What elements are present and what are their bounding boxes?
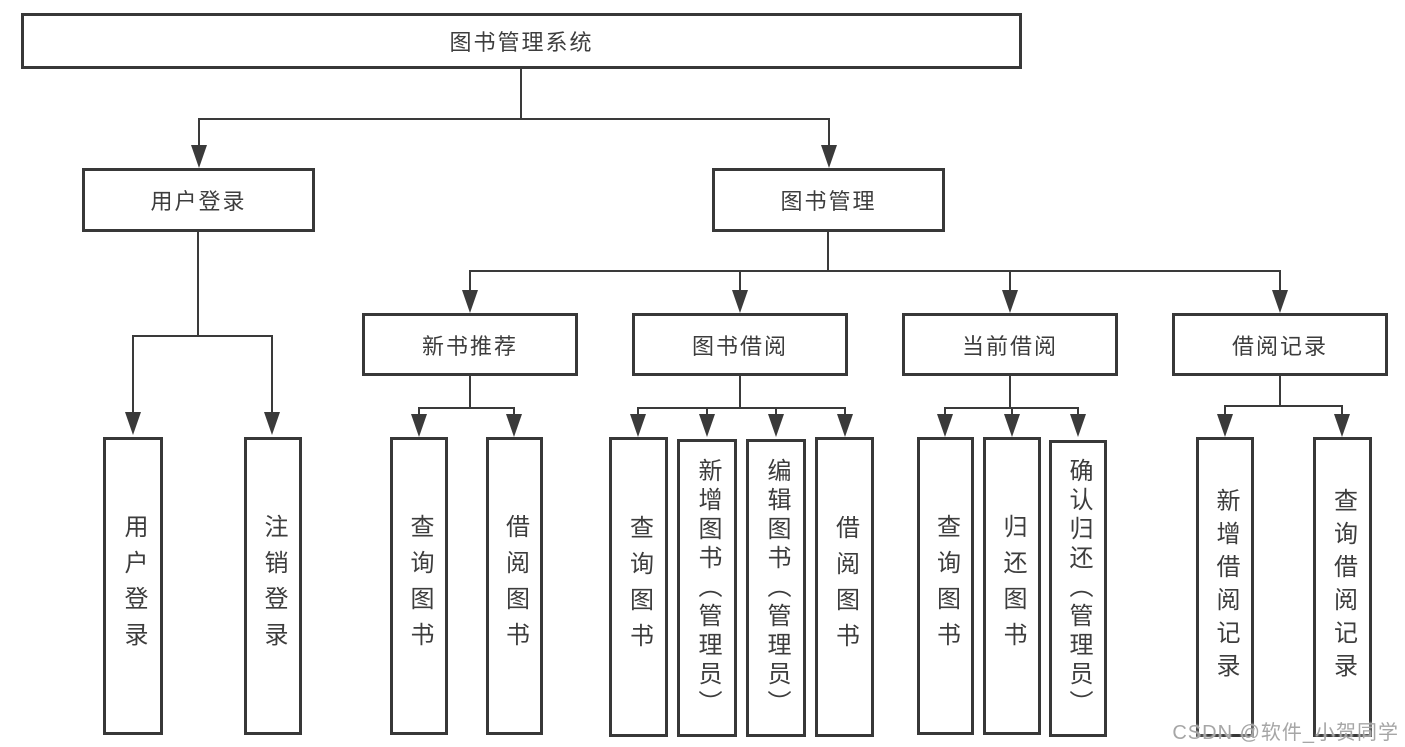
node-label: 查询图书 (932, 514, 960, 658)
connector-line (828, 118, 830, 150)
leaf-current-confirm-return-admin: 确认归还（管理员） (1049, 440, 1107, 737)
connector-line (132, 335, 273, 337)
node-label: 确认归还（管理员） (1065, 458, 1092, 719)
leaf-records-add-record: 新增借阅记录 (1196, 437, 1254, 737)
connector-line (198, 118, 830, 120)
node-root: 图书管理系统 (21, 13, 1022, 69)
connector-line (1009, 376, 1011, 408)
connector-line (637, 407, 846, 409)
arrow-down-icon (264, 412, 280, 435)
arrow-down-icon (1334, 414, 1350, 437)
connector-line (418, 407, 515, 409)
leaf-borrowing-borrow-books: 借阅图书 (815, 437, 874, 737)
leaf-current-return-books: 归还图书 (983, 437, 1041, 735)
connector-line (1224, 405, 1226, 417)
connector-line (844, 407, 846, 417)
arrow-down-icon (1070, 414, 1086, 437)
node-label: 新增借阅记录 (1212, 488, 1239, 686)
node-borrowing-records: 借阅记录 (1172, 313, 1388, 376)
arrow-down-icon (125, 412, 141, 435)
arrow-down-icon (937, 414, 953, 437)
connector-line (1077, 407, 1079, 417)
connector-line (775, 407, 777, 417)
csdn-watermark: CSDN @软件_小贺同学 (1172, 722, 1399, 744)
arrow-down-icon (1272, 290, 1288, 313)
connector-line (513, 407, 515, 417)
node-label: 新增图书（管理员） (694, 457, 721, 719)
leaf-records-query-record: 查询借阅记录 (1313, 437, 1372, 737)
leaf-borrowing-query-books: 查询图书 (609, 437, 668, 737)
node-label: 编辑图书（管理员） (763, 457, 790, 719)
arrow-down-icon (411, 414, 427, 437)
connector-line (271, 335, 273, 415)
connector-line (1009, 270, 1011, 294)
connector-line (469, 270, 471, 294)
connector-line (132, 335, 134, 415)
arrow-down-icon (768, 414, 784, 437)
node-label: 图书借阅 (691, 333, 788, 359)
leaf-user-login: 用户登录 (103, 437, 163, 735)
connector-line (197, 232, 199, 336)
connector-line (1279, 270, 1281, 294)
arrow-down-icon (1004, 414, 1020, 437)
connector-line (944, 407, 946, 417)
connector-line (739, 270, 741, 294)
node-current-borrowing: 当前借阅 (902, 313, 1118, 376)
node-label: 借阅图书 (831, 515, 859, 659)
arrow-down-icon (630, 414, 646, 437)
connector-line (827, 232, 829, 272)
arrow-down-icon (1217, 414, 1233, 437)
connector-line (1224, 405, 1343, 407)
node-label: 借阅图书 (501, 514, 529, 658)
arrow-down-icon (462, 290, 478, 313)
connector-line (706, 407, 708, 417)
connector-line (1341, 405, 1343, 417)
node-label: 归还图书 (999, 514, 1026, 658)
connector-line (469, 270, 1281, 272)
node-new-book-recommend: 新书推荐 (362, 313, 578, 376)
arrow-down-icon (821, 145, 837, 168)
leaf-borrowing-add-books-admin: 新增图书（管理员） (677, 439, 737, 737)
connector-line (1011, 407, 1013, 417)
arrow-down-icon (506, 414, 522, 437)
node-label: 查询借阅记录 (1329, 488, 1357, 686)
node-label: 图书管理 (780, 189, 877, 214)
node-label: 图书管理系统 (449, 30, 594, 55)
leaf-current-query-books: 查询图书 (917, 437, 974, 735)
node-label: 当前借阅 (961, 333, 1058, 359)
node-user-login: 用户登录 (82, 168, 315, 232)
arrow-down-icon (837, 414, 853, 437)
connector-line (637, 407, 639, 417)
leaf-borrowing-edit-books-admin: 编辑图书（管理员） (746, 439, 806, 737)
leaf-recommend-borrow-books: 借阅图书 (486, 437, 543, 735)
connector-line (469, 376, 471, 408)
arrow-down-icon (1002, 290, 1018, 313)
arrow-down-icon (699, 414, 715, 437)
node-book-borrowing: 图书借阅 (632, 313, 848, 376)
node-label: 用户登录 (120, 514, 147, 658)
leaf-recommend-query-books: 查询图书 (390, 437, 448, 735)
connector-line (520, 69, 522, 119)
node-book-management: 图书管理 (712, 168, 945, 232)
connector-line (198, 118, 200, 150)
connector-line (739, 376, 741, 408)
connector-line (418, 407, 420, 417)
arrow-down-icon (732, 290, 748, 313)
node-label: 新书推荐 (421, 333, 518, 359)
node-label: 注销登录 (260, 514, 287, 658)
connector-line (1279, 376, 1281, 406)
node-label: 借阅记录 (1231, 333, 1328, 359)
node-label: 查询图书 (625, 515, 653, 659)
node-label: 查询图书 (406, 514, 433, 658)
arrow-down-icon (191, 145, 207, 168)
leaf-logout: 注销登录 (244, 437, 302, 735)
node-label: 用户登录 (150, 189, 247, 214)
